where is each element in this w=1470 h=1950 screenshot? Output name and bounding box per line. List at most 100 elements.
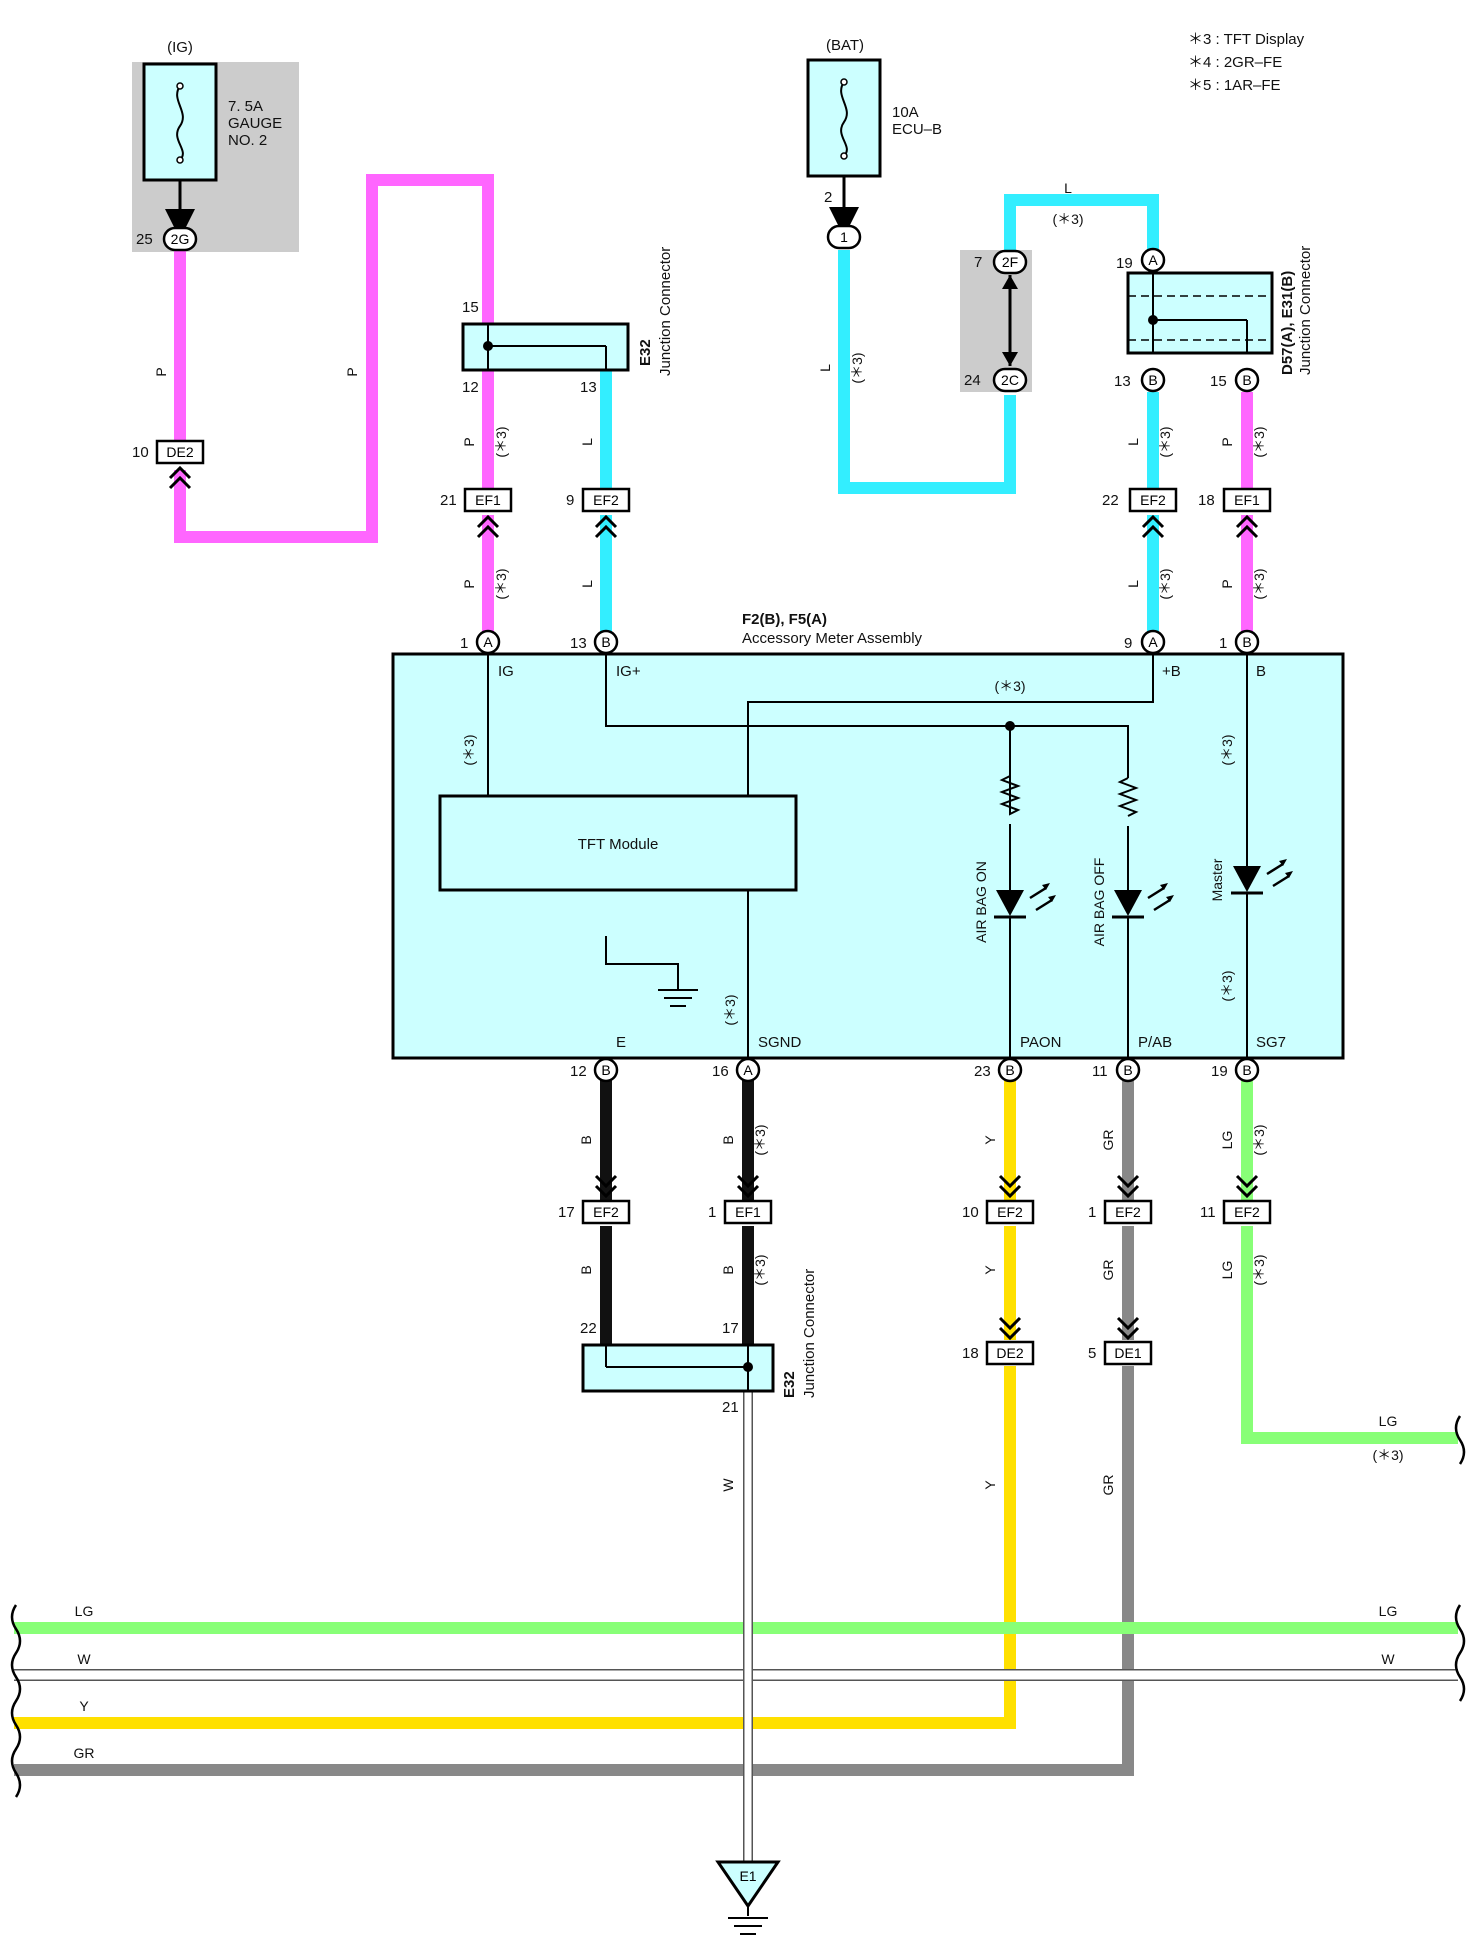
svg-text:DE2: DE2 [996,1345,1023,1361]
pin-number: 21 [440,492,457,509]
svg-text:EF1: EF1 [735,1204,761,1220]
terminal-name: SG7 [1256,1034,1286,1051]
connector-de2 [155,439,205,465]
legend-item-3: ＊5 : 1AR–FE [1188,77,1281,94]
svg-text:EF2: EF2 [997,1204,1023,1220]
wire-label-star3: (＊3) [1219,970,1235,1001]
led-master: Master [1209,858,1293,901]
junction-desc: Junction Connector [801,1269,818,1398]
wire-label-lg: LG [1219,1261,1235,1280]
ig-fuse-name1: GAUGE [228,115,282,132]
connector-ef2 [1128,487,1178,513]
junction-name: E32 [637,339,654,366]
wire-label-w: W [720,1478,736,1492]
pin-number: 10 [962,1204,979,1221]
wire-label-star3: (＊3) [461,734,477,765]
connector-1 [826,224,862,250]
connector-2f [992,249,1028,275]
pin-code: A [743,1062,753,1078]
connector-ef1 [723,1199,773,1225]
pin-code: A [1148,634,1158,650]
wire-label-y: Y [982,1480,998,1490]
ig-source-label: (IG) [167,39,193,56]
pin-number: 13 [1114,373,1131,390]
wire-label-star3: (＊3) [752,1124,768,1155]
bat-source-label: (BAT) [826,37,864,54]
pin-code: B [601,634,610,650]
pin-code: B [1005,1062,1014,1078]
wire-label-y: Y [982,1135,998,1145]
wire-label-lg: LG [1379,1413,1398,1429]
led-airbag-off: AIR BAG OFF [1091,858,1174,946]
pin-number: 13 [570,635,587,652]
junction-name: D57(A), E31(B) [1279,271,1296,375]
pin-number: 18 [1198,492,1215,509]
wire-label-star3: (＊3) [1157,426,1173,457]
connector-ef2 [1103,1199,1153,1225]
pin-number: 19 [1211,1063,1228,1080]
bus-label-w: W [77,1651,91,1667]
svg-text:EF1: EF1 [1234,492,1260,508]
wire-label-lg: LG [1219,1131,1235,1150]
pin-number: 18 [962,1345,979,1362]
ground-icon [728,1917,768,1935]
wire-label-star3: (＊3) [1157,568,1173,599]
wire-label-p: P [344,367,360,376]
pin-number: 17 [558,1204,575,1221]
wire-label-gr: GR [1100,1475,1116,1496]
junction-e32-bottom: 22 17 21 E32 Junction Connector [580,1269,818,1416]
connector-ef2 [581,487,631,513]
pin-number: 13 [580,379,597,396]
led-label: Master [1209,858,1225,901]
connector-ef2 [1222,1199,1272,1225]
wire-labels: P P P (＊3) P (＊3) L L L (＊3) L (＊3) L (＊… [74,180,1404,1761]
wire-label-y: Y [982,1265,998,1275]
wire-label-b: B [720,1135,736,1144]
wire-label-p: P [461,579,477,588]
bus-label-gr: GR [74,1745,95,1761]
connector-ef2 [985,1199,1035,1225]
pin-code: A [483,634,493,650]
legend-item-2: ＊4 : 2GR–FE [1188,54,1282,71]
pin-number: 19 [1116,255,1133,272]
wire-label-star3: (＊3) [493,426,509,457]
svg-text:EF2: EF2 [1140,492,1166,508]
pin-number: 1 [460,635,468,652]
wire-label-star3: (＊3) [1251,568,1267,599]
junction-desc: Junction Connector [1297,246,1314,375]
connector-de1 [1103,1340,1153,1366]
terminal-name: IG+ [616,663,641,680]
wire-label-star3: (＊3) [1219,734,1235,765]
connector-ef1 [1222,487,1272,513]
wire-label-l: L [1064,180,1072,196]
wire-label-b: B [578,1135,594,1144]
svg-text:DE2: DE2 [166,444,193,460]
pin-number: 12 [570,1063,587,1080]
tft-module [438,794,798,892]
accessory-meter-assembly: F2(B), F5(A) Accessory Meter Assembly [391,611,1345,1083]
pin-number: 9 [1124,635,1132,652]
wire-label-gr: GR [1100,1260,1116,1281]
pin-number: 5 [1088,1345,1096,1362]
terminal-name: +B [1162,663,1181,680]
fuse-icon [840,81,848,157]
pin-number: 22 [1102,492,1119,509]
wire-label-star3: (＊3) [994,678,1025,694]
ig-fuse: (IG) 7. 5A GAUGE NO. 2 [142,39,282,239]
svg-text:B: B [1148,372,1157,388]
connector-de2 [985,1340,1035,1366]
led-label: AIR BAG ON [973,861,989,943]
connector-2c [992,367,1028,393]
ig-fuse-rating: 7. 5A [228,98,263,115]
pin-number: 1 [1219,635,1227,652]
wire-label-p: P [1219,437,1235,446]
internal-ground-icon [658,989,698,1007]
pin-number: 12 [462,379,479,396]
pin-number: 10 [132,444,149,461]
svg-text:EF2: EF2 [593,1204,619,1220]
break-marks [10,1415,1466,1798]
bat-fuse-rating: 10A [892,104,919,121]
wire-label-star3: (＊3) [722,994,738,1025]
pin-number: 22 [580,1320,597,1337]
pin-code: B [1242,1062,1251,1078]
